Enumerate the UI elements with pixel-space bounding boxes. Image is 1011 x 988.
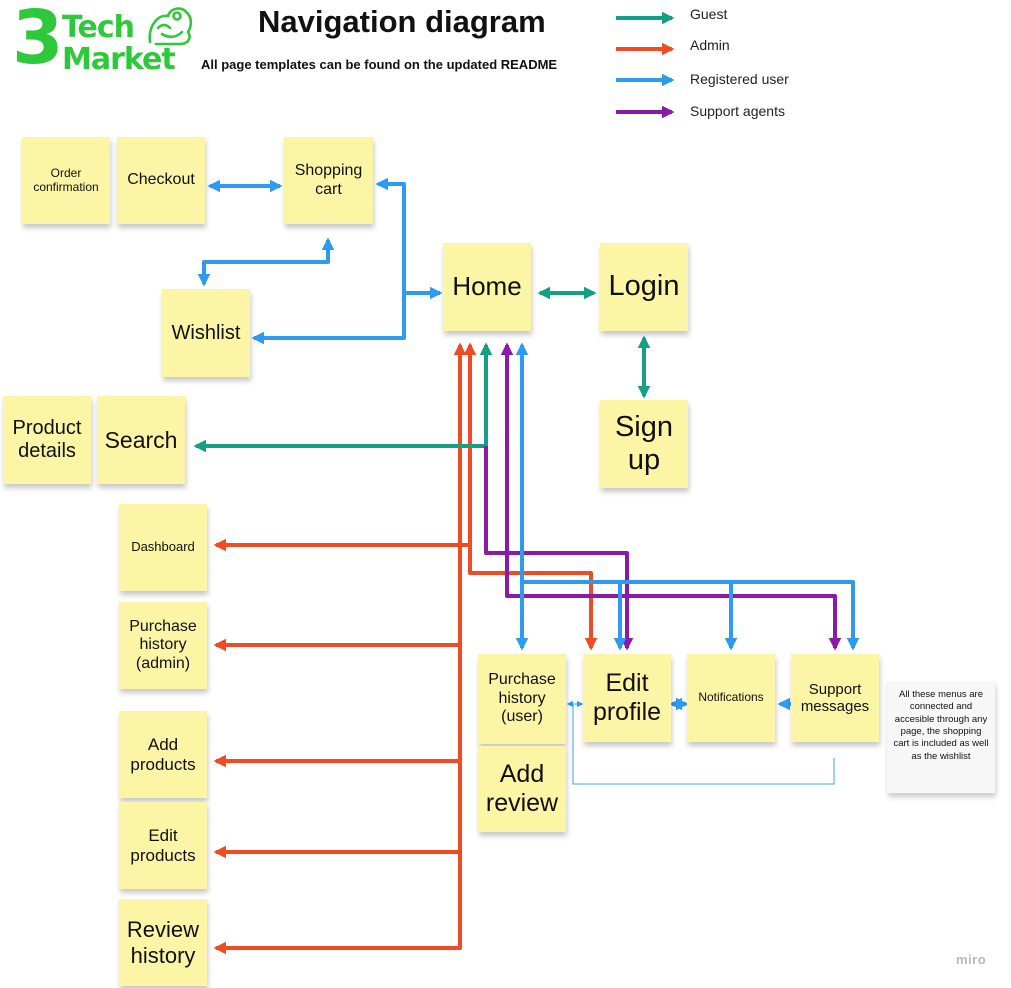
- arrow-user-home-wishlist: [251, 293, 406, 345]
- arrow-user-support-purchase-history: [572, 704, 835, 785]
- note-search: Search: [97, 396, 185, 484]
- miro-watermark: miro: [956, 952, 987, 967]
- arrow-user-cart-wishlist: [197, 237, 335, 287]
- arrow-admin-add-products: [213, 645, 462, 768]
- legend-label-admin: Admin: [690, 37, 730, 53]
- note-purchase-history-admin: Purchase history (admin): [119, 602, 207, 689]
- legend-label-guest: Guest: [690, 6, 728, 22]
- arrow-admin-review-history: [213, 852, 462, 955]
- arrow-admin-purchase-history: [213, 545, 462, 652]
- arrow-user-notifications: [620, 580, 738, 651]
- note-order-confirmation: Order confirmation: [22, 137, 110, 224]
- logo-word-market: Market: [62, 42, 176, 77]
- logo-digit: 3: [12, 0, 64, 81]
- legend-label-registered-user: Registered user: [690, 71, 789, 87]
- arrow-admin-edit-products: [213, 761, 462, 859]
- note-product-details: Product details: [3, 396, 91, 484]
- note-add-review: Add review: [478, 746, 566, 832]
- arrow-user-home-cart: [375, 177, 443, 300]
- note-checkout: Checkout: [117, 137, 205, 224]
- note-wishlist: Wishlist: [162, 289, 250, 377]
- note-edit-products: Edit products: [119, 802, 207, 889]
- logo-word-tech: Tech: [62, 10, 135, 45]
- note-login: Login: [600, 243, 688, 331]
- note-notifications: Notifications: [687, 654, 775, 742]
- note-support-messages: Support messages: [791, 654, 879, 742]
- note-purchase-history-user: Purchase history (user): [478, 654, 566, 744]
- note-review-history: Review history: [119, 899, 207, 986]
- arrow-user-edit-profile: [522, 580, 627, 651]
- note-dashboard: Dashboard: [119, 504, 207, 591]
- arrow-user-support-messages: [731, 580, 860, 651]
- note-home: Home: [443, 243, 531, 331]
- techmarket-logo: 3 Tech Market: [10, 0, 193, 78]
- diagram-subtitle: All page templates can be found on the u…: [201, 57, 558, 72]
- note-edit-profile: Edit profile: [583, 654, 671, 742]
- note-add-products: Add products: [119, 711, 207, 798]
- note-sign-up: Sign up: [600, 400, 688, 488]
- arrow-support-messages: [500, 342, 842, 651]
- legend-label-support-agents: Support agents: [690, 103, 785, 119]
- diagram-title: Navigation diagram: [258, 4, 546, 39]
- note-shopping-cart: Shopping cart: [284, 137, 373, 224]
- info-note: All these menus are connected and accesi…: [887, 681, 995, 793]
- frog-icon: [148, 7, 193, 46]
